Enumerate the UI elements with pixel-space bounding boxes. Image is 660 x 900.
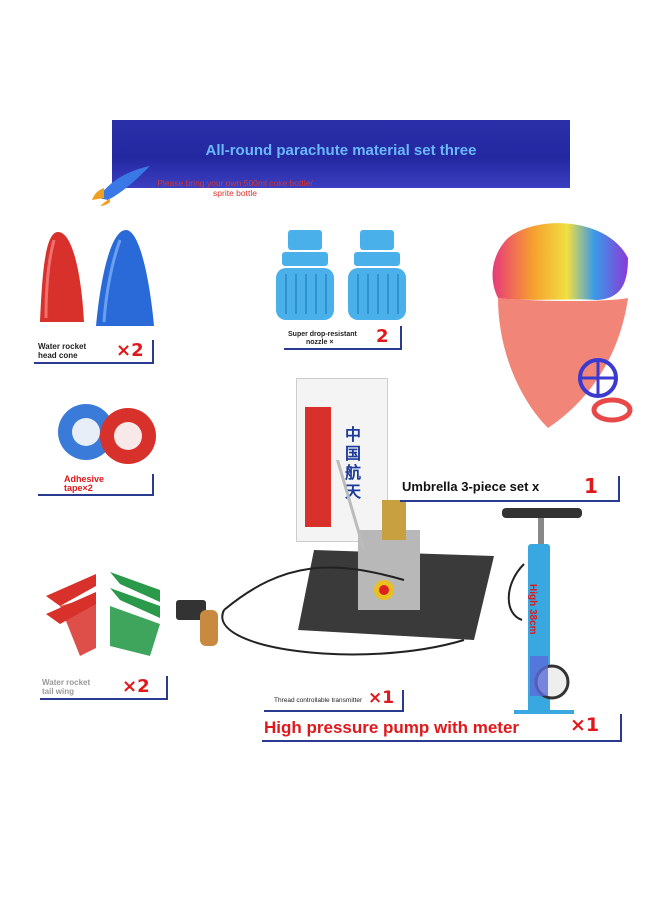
banner-note-cont: sprite bottle (213, 188, 257, 198)
tail-wing-qty: ×2 (122, 676, 150, 697)
head-cone-qty: ×2 (116, 340, 144, 361)
nozzle-qty: 2 (376, 326, 389, 347)
launcher-image (176, 460, 494, 656)
nozzle-label-line1: Super drop-resistant (288, 331, 357, 338)
head-cone-label-line1: Water rocket (38, 342, 87, 351)
banner-title: All-round parachute material set three (205, 142, 477, 159)
pump-label-text: High pressure pump with meter (264, 718, 520, 737)
poster-text: 中国航天 (345, 425, 362, 501)
head-cone-label: Water rocket head cone ×2 (34, 340, 154, 364)
transmitter-qty: ×1 (368, 688, 395, 708)
umbrella-qty: 1 (584, 474, 598, 498)
tail-wing-label-line2: tail wing (42, 687, 74, 696)
tail-wing-image (46, 572, 160, 656)
pump-label: High pressure pump with meter ×1 (262, 714, 622, 742)
launcher-poster: 中国航天 (296, 378, 388, 542)
umbrella-label: Umbrella 3-piece set x 1 (400, 474, 620, 502)
tape-label-line1: Adhesive (64, 474, 105, 484)
head-cone-label-line2: head cone (38, 351, 78, 360)
tail-wing-label-line1: Water rocket (42, 678, 91, 687)
pump-image (502, 508, 582, 720)
banner-note: Please bring your own 500ml coke bottle/ (157, 178, 313, 188)
flag-strip (305, 407, 331, 527)
parachute-image (492, 223, 633, 428)
head-cone-image (40, 230, 154, 326)
umbrella-label-text: Umbrella 3-piece set x (402, 479, 540, 494)
title-banner: All-round parachute material set three (112, 120, 570, 188)
nozzle-image (276, 230, 406, 320)
tape-label-line2: tape×2 (64, 483, 93, 493)
rocket-logo-icon (92, 166, 150, 206)
transmitter-label-text: Thread controllable transmitter (274, 697, 363, 704)
tail-wing-label: Water rocket tail wing ×2 (40, 676, 168, 700)
tape-label: Adhesive tape×2 (38, 474, 154, 496)
transmitter-label: Thread controllable transmitter ×1 (264, 688, 404, 712)
pump-height-label: High 38cm (527, 584, 538, 635)
nozzle-label-line2: nozzle × (306, 339, 334, 346)
pump-qty: ×1 (570, 714, 600, 736)
nozzle-label: Super drop-resistant nozzle × 2 (284, 326, 402, 350)
tape-image (58, 404, 156, 464)
